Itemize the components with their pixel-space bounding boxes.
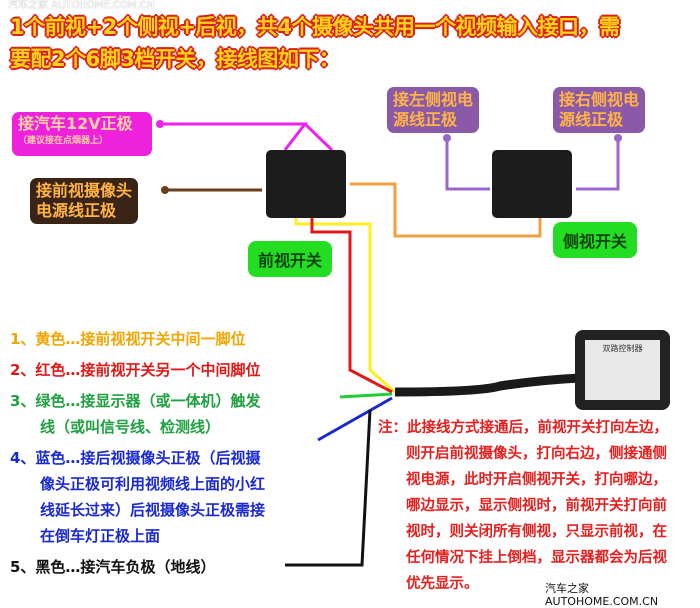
legend-line: 1、黄色…接前视视开关中间一脚位 (10, 330, 246, 348)
wire-front-cam-dot (161, 186, 169, 194)
label-12v-power: 接汽车12V正极 （建议接在点烟器上） (12, 112, 152, 156)
legend-item: 1、黄色…接前视视开关中间一脚位 (10, 326, 265, 352)
label-front-cam-line1: 接前视摄像头 (36, 181, 133, 200)
wire-orange (350, 182, 542, 238)
label-left-cam-line1: 接左侧视电 (393, 90, 474, 109)
cable (394, 373, 581, 397)
label-right-cam-line2: 源线正极 (559, 110, 624, 129)
label-front-cam: 接前视摄像头 电源线正极 (30, 178, 139, 224)
legend-line: 3、绿色…接显示器（或一体机）触发 (10, 392, 261, 410)
legend-line: 线（或叫信号线、检测线） (40, 418, 221, 436)
wire-right-cam (576, 138, 620, 191)
note-line: 注：此接线方式接通后，前视开关打向左边， (378, 420, 668, 436)
label-side-switch: 侧视开关 (553, 222, 638, 258)
controller-label: 双路控制器 (585, 340, 660, 400)
watermark-bottom: 汽车之家 AUTOHOME.COM.CN (545, 582, 659, 608)
legend-line: 线延长过来）后视摄像头正极需接 (40, 501, 266, 519)
side-switch (492, 150, 572, 218)
label-front-switch: 前视开关 (248, 241, 333, 277)
front-switch (266, 150, 346, 218)
watermark-top: 汽车之家 AUTOHOME.COM.CN (8, 0, 154, 11)
wire-left-cam-dot (443, 134, 451, 142)
title-line-1: 1个前视+2个侧视+后视，共4个摄像头共用一个视频输入接口，需 (10, 15, 620, 39)
note-line: 哪边显示，显示侧视时，前视开关打向前 (406, 498, 667, 514)
legend-item: 5、黑色…接汽车负极（地线） (10, 554, 265, 580)
legend-item: 3、绿色…接显示器（或一体机）触发线（或叫信号线、检测线） (10, 388, 265, 440)
label-left-cam: 接左侧视电 源线正极 (387, 87, 480, 133)
wire-legend: 1、黄色…接前视视开关中间一脚位 2、红色…接前视开关另一个中间脚位 3、绿色…接显… (10, 326, 265, 585)
title-line-2: 要配2个6脚3档开关，接线图如下： (10, 47, 340, 71)
wiring-note: 注：此接线方式接通后，前视开关打向左边， 则开启前视摄像头，打向右边，侧接通侧视电… (378, 415, 668, 597)
note-line: 视电源，此时开启侧视开关，打向哪边， (406, 472, 667, 488)
legend-line: 在倒车灯正极上面 (40, 527, 161, 545)
wire-12v-branch (303, 122, 334, 152)
legend-line: 4、蓝色…接后视摄像头正极（后视摄 (10, 449, 261, 467)
wire-green (339, 392, 393, 399)
wire-blue (317, 396, 393, 442)
note-line: 则开启前视摄像头，打向右边，侧接通侧 (406, 446, 667, 462)
label-front-cam-line2: 电源线正极 (36, 201, 117, 220)
note-line: 任何情况下挂上倒档，显示器都会为后视 (406, 550, 667, 566)
legend-item: 4、蓝色…接后视摄像头正极（后视摄像头正极可利用视频线上面的小红线延长过来）后视… (10, 445, 265, 549)
note-line: 视时，则关闭所有侧视，只显示前视，在 (406, 524, 667, 540)
note-line: 优先显示。 (406, 576, 479, 592)
legend-line: 5、黑色…接汽车负极（地线） (10, 558, 216, 576)
wire-right-cam-dot (614, 134, 622, 142)
label-left-cam-line2: 源线正极 (393, 110, 458, 129)
wire-left-cam (445, 138, 490, 191)
legend-line: 像头正极可利用视频线上面的小红 (40, 475, 266, 493)
wire-red (310, 195, 393, 394)
wire-12v (160, 122, 309, 151)
label-right-cam-line1: 接右侧视电 (559, 90, 640, 109)
wire-12v-dot (156, 120, 164, 128)
label-right-cam: 接右侧视电 源线正极 (553, 87, 646, 133)
label-12v-text: 接汽车12V正极 (18, 114, 133, 133)
label-12v-sub: （建议接在点烟器上） (18, 136, 109, 146)
controller-box: 双路控制器 (575, 330, 670, 410)
legend-line: 2、红色…接前视开关另一个中间脚位 (10, 361, 261, 379)
legend-item: 2、红色…接前视开关另一个中间脚位 (10, 357, 265, 383)
wire-black (285, 409, 372, 567)
